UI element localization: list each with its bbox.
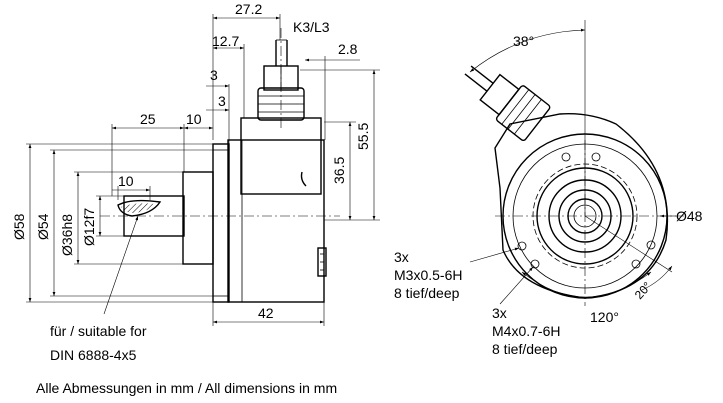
dim-42: 42 [258,305,274,321]
hole-b-thread: M4x0.7-6H [492,323,560,339]
front-cable-gland [495,85,551,142]
hole-b-count: 3x [492,305,507,321]
dia-12f7: Ø12f7 [81,208,97,246]
dia-54: Ø54 [35,213,51,240]
front-gland-nut [479,73,520,116]
dim-55-5: 55.5 [355,123,371,150]
key-note-line2: DIN 6888-4x5 [50,347,137,363]
side-cap [317,247,327,277]
dim-2-8: 2.8 [338,41,358,57]
dia-36h8: Ø36h8 [59,214,75,256]
dim-3b: 3 [218,93,226,109]
dim-27-2: 27.2 [235,1,262,17]
m4-hole [646,240,656,250]
keyway [117,199,162,217]
hole-a-count: 3x [394,249,409,265]
m3-hole [517,241,527,251]
connector-box [240,117,322,195]
hole-b-depth: 8 tief/deep [492,341,558,357]
m3-hole [591,152,601,162]
side-dimensions: 27.2 K3/L3 12.7 2.8 3 3 25 10 10 55.5 [11,1,380,326]
dim-3a: 3 [210,67,218,83]
dia-58: Ø58 [11,213,27,240]
housing [227,139,325,303]
m3-hole [561,152,571,162]
dim-36-5: 36.5 [331,157,347,184]
dim-12-7: 12.7 [212,33,239,49]
front-dimensions: 38° Ø48 120° 20° [469,20,703,325]
front-housing [494,113,669,299]
side-view [100,28,340,303]
centering-collar [182,171,214,265]
m4-hole [631,259,641,269]
hole-a-thread: M3x0.5-6H [394,267,462,283]
dim-10-key: 10 [118,173,134,189]
m4-hole [530,259,540,269]
flange [212,143,230,303]
angle-120: 120° [590,309,619,325]
dim-25: 25 [140,111,156,127]
dim-10-top: 10 [186,111,202,127]
cable-label: K3/L3 [293,19,330,35]
angle-38: 38° [513,33,534,49]
key-note-line1: für / suitable for [50,323,147,339]
footer-note: Alle Abmessungen in mm / All dimensions … [36,380,337,396]
dia-48: Ø48 [676,208,703,224]
hole-a-depth: 8 tief/deep [394,285,460,301]
front-view [464,65,684,306]
